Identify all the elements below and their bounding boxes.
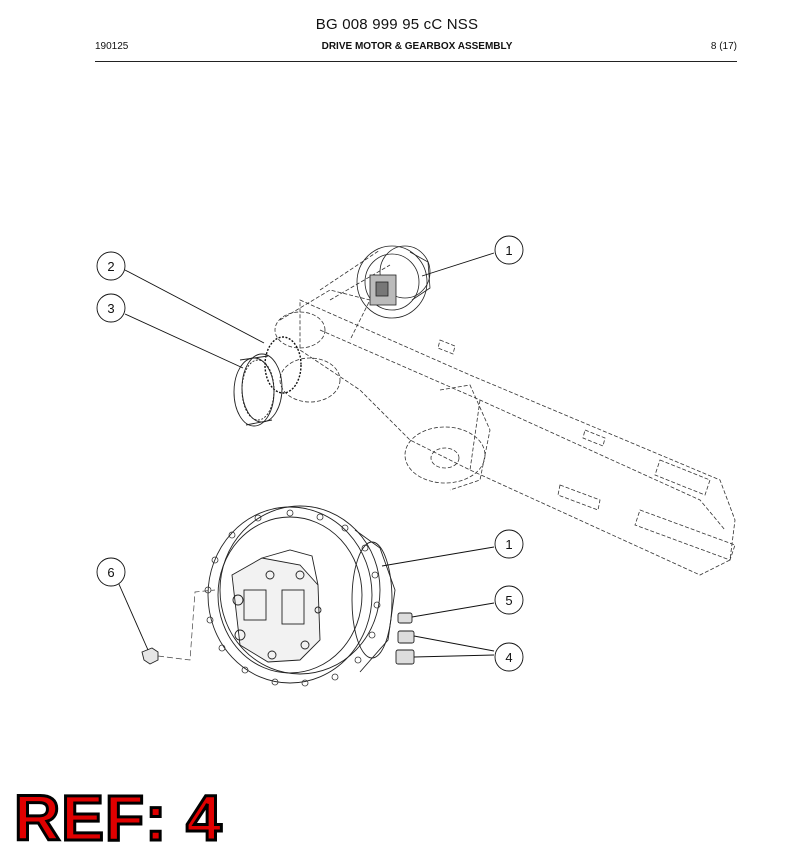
gearbox-assembly [207, 505, 396, 684]
fittings [395, 612, 415, 665]
section-title: DRIVE MOTOR & GEARBOX ASSEMBLY [321, 41, 513, 52]
callout-6: 6 [96, 557, 126, 587]
svg-text:3: 3 [107, 301, 114, 316]
frame-assembly [274, 249, 736, 576]
callout-1-bottom: 1 [494, 529, 524, 559]
callout-3: 3 [96, 293, 126, 323]
callout-4: 4 [494, 642, 524, 672]
svg-text:6: 6 [107, 565, 114, 580]
svg-text:5: 5 [505, 593, 512, 608]
flange-bolt-holes [204, 509, 381, 687]
svg-text:4: 4 [505, 650, 512, 665]
drive-motor-upper [356, 245, 431, 319]
header-rule [95, 61, 737, 62]
svg-text:2: 2 [107, 259, 114, 274]
assembly-path [157, 589, 216, 661]
document-number: BG 008 999 95 cC NSS [315, 16, 479, 33]
elbow-fitting [141, 647, 159, 665]
callout-2: 2 [96, 251, 126, 281]
date-code: 190125 [95, 41, 129, 52]
callout-5: 5 [494, 585, 524, 615]
ring-seal [264, 336, 302, 394]
page-number: 8 (17) [710, 41, 737, 52]
svg-text:1: 1 [505, 243, 512, 258]
callout-1-top: 1 [494, 235, 524, 265]
svg-text:1: 1 [505, 537, 512, 552]
ref-label: REF: 4 [13, 782, 224, 854]
leader-lines [117, 252, 495, 658]
bearing-ring [233, 353, 283, 427]
